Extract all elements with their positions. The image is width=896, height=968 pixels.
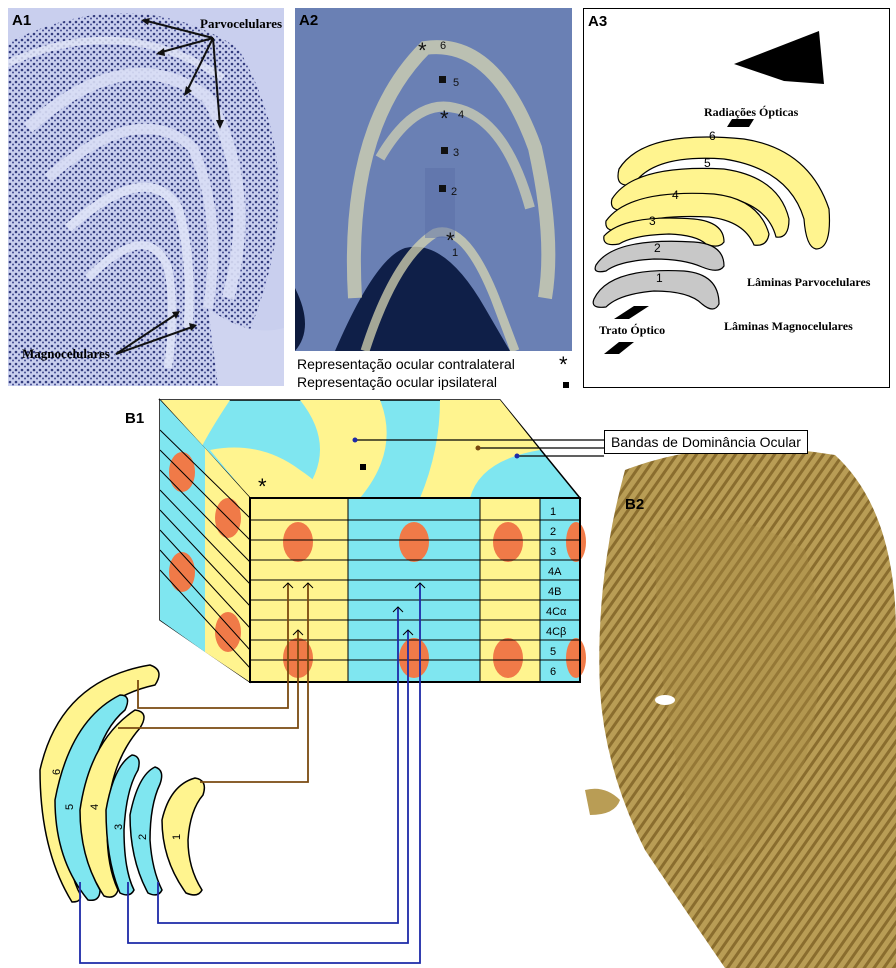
svg-text:*: * — [440, 106, 449, 131]
a3-layer-1: 1 — [656, 271, 663, 285]
cortex-layer-5: 5 — [550, 646, 556, 658]
lgn-layer-5: 5 — [64, 804, 76, 810]
svg-text:*: * — [418, 38, 427, 63]
a3-magno-laminae-label: Lâminas Magnocelulares — [724, 319, 853, 334]
a2-layer-1: 1 — [452, 247, 458, 259]
b1-diagram: 1 2 3 4A 4B 4Cα 4Cβ 5 6 * 6 5 4 3 2 1 — [0, 390, 896, 968]
cortex-layer-1: 1 — [550, 506, 556, 518]
a1-parvo-label: Parvocelulares — [200, 16, 282, 32]
cortex-layer-4B: 4B — [548, 586, 561, 598]
a3-optic-radiations-label: Radiações Ópticas — [704, 105, 798, 120]
a2-legend-ipsilateral: Representação ocular ipsilateral — [297, 374, 497, 390]
ipsilateral-square-icon — [563, 382, 569, 388]
a1-magno-label: Magnocelulares — [22, 346, 110, 362]
a2-layer-5: 5 — [453, 77, 459, 89]
a1-nissl-section — [8, 8, 284, 386]
b1-panel-label: B1 — [125, 410, 144, 427]
cortex-layer-6: 6 — [550, 666, 556, 678]
cortex-layer-4Cbeta: 4Cβ — [546, 626, 566, 638]
a2-legend-contralateral: Representação ocular contralateral — [297, 356, 515, 372]
a3-layer-3: 3 — [649, 214, 656, 228]
a2-panel-label: A2 — [299, 12, 318, 29]
panel-a3: 6 5 4 3 2 1 A3 Radiações Ópticas Lâminas… — [583, 8, 890, 388]
a3-parvo-laminae-label: Lâminas Parvocelulares — [747, 275, 870, 290]
panel-a1: A1 Parvocelulares Magnocelulares — [8, 8, 284, 386]
svg-text:*: * — [258, 474, 267, 499]
lgn-layer-2: 2 — [137, 834, 149, 840]
cortex-layer-4A: 4A — [548, 566, 562, 578]
lgn-layer-6: 6 — [51, 769, 63, 775]
a3-layer-6: 6 — [709, 129, 716, 143]
panel-a2: * * * 6 5 4 3 2 1 A2 — [295, 8, 572, 351]
a2-layer-2: 2 — [451, 186, 457, 198]
a3-layer-4: 4 — [672, 188, 679, 202]
a1-panel-label: A1 — [12, 12, 31, 29]
a3-layer-2: 2 — [654, 241, 661, 255]
cortex-layer-3: 3 — [550, 546, 556, 558]
a3-layer-5: 5 — [704, 156, 711, 170]
cortex-layer-4Calpha: 4Cα — [546, 606, 567, 618]
lgn-layer-1: 1 — [171, 834, 183, 840]
dominance-bands-label: Bandas de Dominância Ocular — [604, 430, 808, 454]
a3-panel-label: A3 — [588, 13, 607, 30]
a2-layer-3: 3 — [453, 147, 459, 159]
a3-optic-tract-label: Trato Óptico — [599, 323, 665, 338]
lgn-layer-3: 3 — [113, 824, 125, 830]
a2-layer-4: 4 — [458, 109, 464, 121]
contralateral-asterisk-icon: * — [559, 352, 568, 378]
lgn-layer-4: 4 — [89, 804, 101, 810]
a2-autoradiograph: * * * 6 5 4 3 2 1 — [295, 8, 572, 351]
a2-layer-6: 6 — [440, 40, 446, 52]
cortex-layer-2: 2 — [550, 526, 556, 538]
